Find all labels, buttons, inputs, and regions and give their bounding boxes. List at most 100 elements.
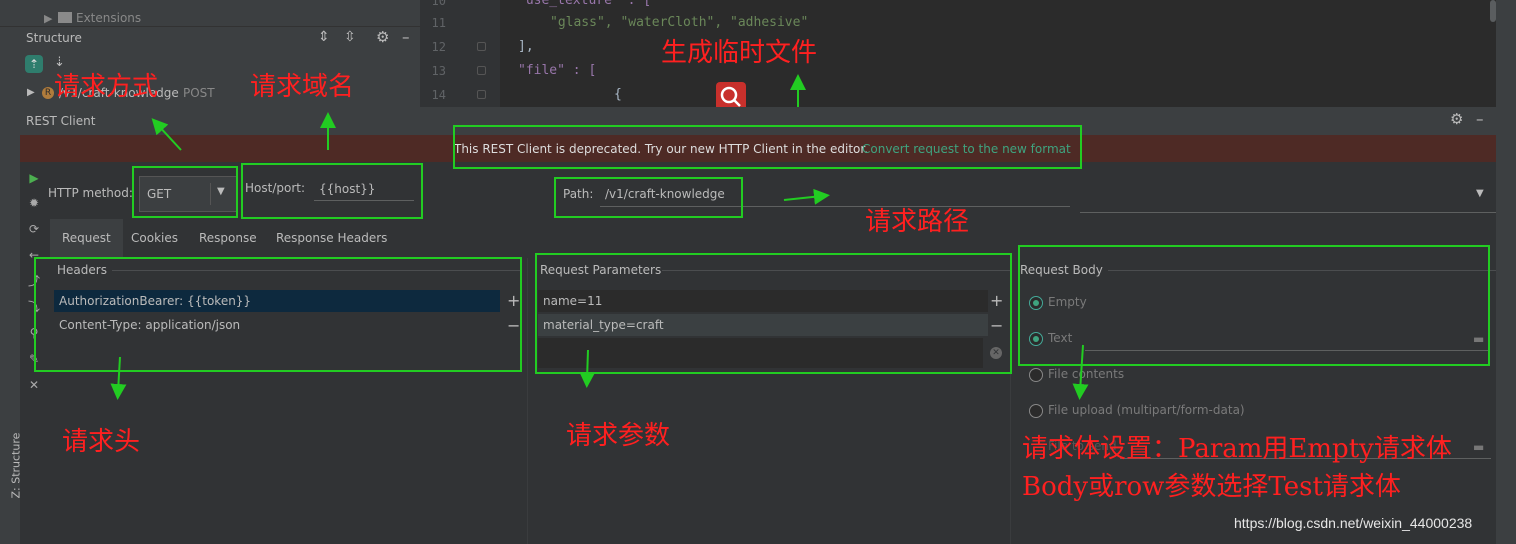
annotation-method: 请求方式	[54, 72, 159, 102]
body-radio-text[interactable]	[1029, 332, 1043, 346]
params-title: Request Parameters	[540, 263, 662, 277]
body-option-file-contents: File contents	[1048, 367, 1125, 381]
gear-icon[interactable]: ⚙	[376, 28, 390, 46]
http-method-label: HTTP method:	[48, 186, 133, 200]
body-option-empty: Empty	[1048, 295, 1087, 309]
header-row[interactable]: AuthorizationBearer: {{token}}	[54, 290, 500, 312]
structure-panel: ▶ Extensions Structure ⇕ ⇳ ⚙ – ⇡ ⇣ ▶ R /…	[0, 0, 420, 107]
expand-all-icon[interactable]: ⇕	[318, 29, 330, 45]
host-input[interactable]: {{host}}	[314, 176, 414, 201]
structure-item-path[interactable]: /v1/craft-knowledge	[59, 86, 179, 100]
rest-client-title: REST Client	[26, 114, 96, 128]
tab-response[interactable]: Response	[199, 231, 257, 245]
right-tool-strip	[1496, 0, 1516, 544]
code-editor[interactable]	[420, 0, 1496, 107]
structure-title: Structure	[26, 31, 82, 45]
annotation-params: 请求参数	[566, 421, 671, 451]
refresh-icon[interactable]: ⟳	[28, 222, 40, 236]
headers-title: Headers	[57, 263, 107, 277]
highlight-host	[241, 163, 423, 219]
tree-expand-icon[interactable]: ▶	[44, 12, 53, 25]
body-radio-empty[interactable]	[1029, 296, 1043, 310]
highlight-method	[132, 166, 238, 218]
close-icon[interactable]: ✕	[28, 378, 40, 392]
folder-icon[interactable]: ▬	[1473, 440, 1485, 454]
folder-icon	[58, 12, 72, 23]
fold-icon[interactable]	[477, 42, 486, 51]
highlight-body	[1018, 245, 1490, 366]
body-title: Request Body	[1020, 263, 1103, 277]
line-number: 14	[431, 88, 446, 102]
request-icon: R	[42, 87, 54, 99]
annotation-body-line2: Body或row参数选择Test请求体	[1022, 472, 1401, 502]
highlight-path	[554, 177, 743, 218]
sort-icon[interactable]: ⇡	[25, 55, 43, 73]
param-row[interactable]: name=11	[538, 290, 988, 312]
host-value: {{host}}	[319, 182, 376, 196]
code-line: "file" : [	[518, 63, 597, 78]
tab-response-headers[interactable]: Response Headers	[276, 231, 388, 245]
line-number: 13	[431, 64, 446, 78]
http-method-select[interactable]: GET ▼	[139, 176, 237, 212]
editor-scrollbar[interactable]	[1490, 0, 1496, 22]
watermark: https://blog.csdn.net/weixin_44000238	[1234, 515, 1473, 531]
select-divider	[210, 183, 211, 205]
debug-icon[interactable]: ✹	[28, 196, 40, 210]
run-icon[interactable]: ▶	[29, 171, 39, 185]
annotation-body-line1: 请求体设置：Param用Empty请求体	[1022, 434, 1452, 464]
remove-header-icon[interactable]: −	[507, 316, 521, 335]
minimize-icon[interactable]: –	[402, 28, 410, 46]
convert-link[interactable]: Convert request to the new format	[862, 142, 1071, 156]
extensions-label[interactable]: Extensions	[76, 11, 142, 25]
tab-cookies[interactable]: Cookies	[131, 231, 178, 245]
code-line: "use_texture" : [	[518, 0, 652, 8]
deprecation-banner: This REST Client is deprecated. Try our …	[20, 135, 1496, 162]
chevron-down-icon: ▼	[1476, 188, 1484, 199]
text-body-input[interactable]	[1085, 350, 1489, 351]
line-number: 11	[431, 16, 446, 30]
tab-request[interactable]: Request	[50, 219, 123, 257]
path-input[interactable]: /v1/craft-knowledge	[600, 182, 1070, 207]
fold-icon[interactable]	[477, 66, 486, 75]
folder-icon[interactable]: ▬	[1473, 332, 1485, 346]
line-number: 12	[431, 40, 446, 54]
banner-text: This REST Client is deprecated. Try our …	[454, 142, 869, 156]
param-row[interactable]: material_type=craft	[538, 314, 988, 336]
param-empty-area[interactable]	[538, 338, 983, 368]
add-header-icon[interactable]: +	[507, 291, 521, 310]
annotation-host: 请求域名	[250, 72, 355, 102]
tree-expand-icon-2[interactable]: ▶	[27, 87, 35, 98]
export-icon[interactable]: ⤴	[27, 274, 40, 288]
clear-icon[interactable]: ✕	[990, 347, 1002, 359]
remove-param-icon[interactable]: −	[990, 316, 1004, 335]
filter-icon[interactable]: ⇣	[54, 55, 65, 70]
structure-header: Structure ⇕ ⇳ ⚙ –	[0, 26, 420, 49]
back-icon[interactable]: ←	[28, 248, 40, 262]
minimize-icon[interactable]: –	[1476, 110, 1484, 128]
path-label: Path:	[563, 187, 594, 201]
file-to-send-input[interactable]	[1120, 458, 1491, 459]
annotation-temp-file: 生成临时文件	[661, 38, 818, 68]
gear-icon[interactable]: ⚙	[1450, 110, 1464, 128]
add-param-icon[interactable]: +	[990, 291, 1004, 310]
settings-icon[interactable]: ⚲	[29, 326, 39, 340]
rest-client-header: REST Client ⚙ –	[20, 107, 1496, 135]
body-radio-file-contents[interactable]	[1029, 368, 1043, 382]
body-option-file-upload: File upload (multipart/form-data)	[1048, 403, 1245, 417]
divider	[112, 270, 520, 271]
body-radio-file-upload[interactable]	[1029, 404, 1043, 418]
highlight-banner	[453, 125, 1082, 169]
path-dropdown[interactable]: ▼	[1080, 182, 1496, 213]
chevron-down-icon: ▼	[217, 186, 225, 197]
import-icon[interactable]: ⤵	[27, 300, 40, 314]
collapse-all-icon[interactable]: ⇳	[344, 29, 356, 45]
editor-gutter	[420, 0, 500, 107]
highlight-headers	[34, 257, 522, 372]
header-row[interactable]: Content-Type: application/json	[59, 318, 241, 332]
code-line: "glass", "waterCloth", "adhesive"	[550, 15, 809, 30]
left-tool-strip: Z: Structure	[0, 107, 23, 544]
path-value: /v1/craft-knowledge	[605, 187, 725, 201]
fold-icon[interactable]	[477, 90, 486, 99]
code-line: {	[614, 87, 622, 102]
